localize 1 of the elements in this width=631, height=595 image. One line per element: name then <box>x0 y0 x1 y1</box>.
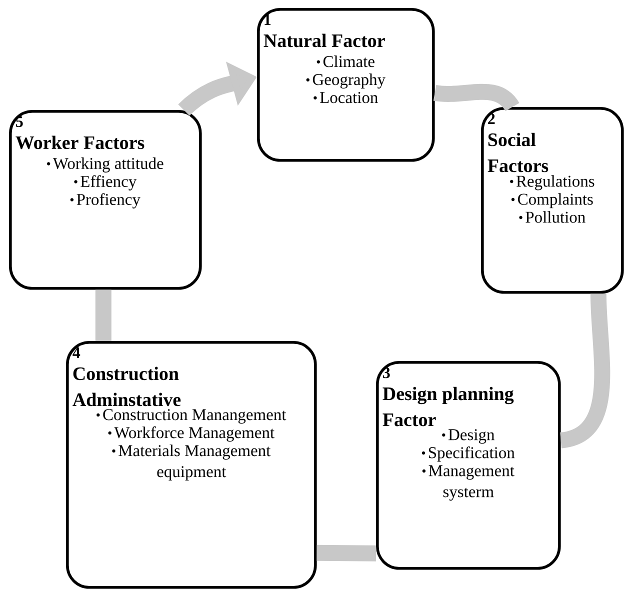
factor-box: 4 Construction Adminstative Construction Manangement Workforce Management Materials Management equipment <box>66 341 317 589</box>
